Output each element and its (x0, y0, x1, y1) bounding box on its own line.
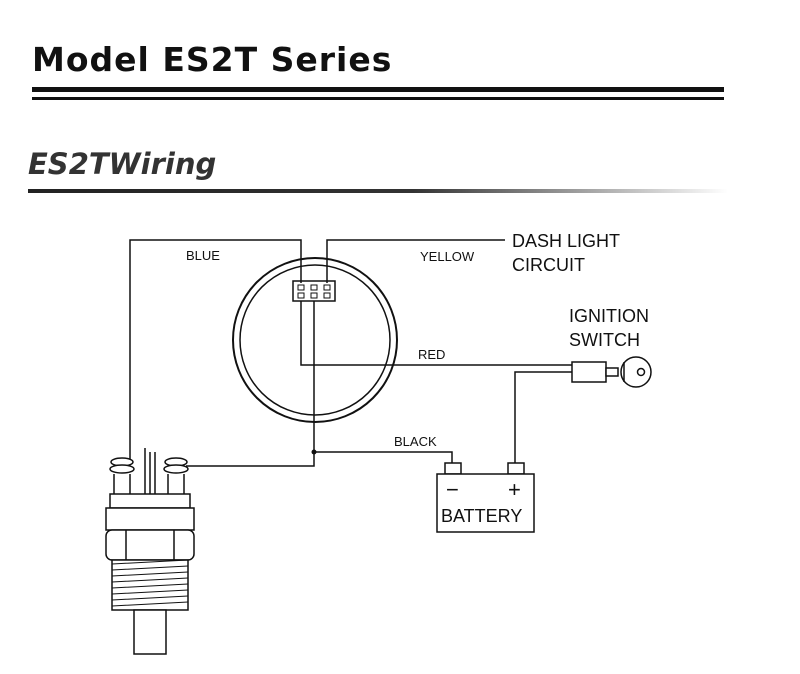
battery-plus-sign: + (508, 477, 521, 502)
ignition-switch (571, 356, 652, 388)
dash-light-label-line2: CIRCUIT (512, 255, 585, 275)
blue-wire (129, 239, 302, 460)
sender-unit (105, 448, 195, 655)
battery-label: BATTERY (441, 506, 522, 526)
ignition-label-line1: IGNITION (569, 306, 649, 326)
page-title: Model ES2T Series (32, 40, 393, 79)
title-rule-thin (32, 97, 724, 100)
ignition-to-battery-wire (514, 371, 572, 465)
yellow-wire (326, 239, 505, 283)
ignition-label-line2: SWITCH (569, 330, 640, 350)
blue-wire-label: BLUE (186, 248, 220, 263)
red-wire-label: RED (418, 347, 445, 362)
section-heading: ES2TWiring (28, 147, 217, 181)
battery-minus-sign: − (446, 477, 459, 502)
yellow-wire-label: YELLOW (420, 249, 475, 264)
red-wire (300, 301, 572, 366)
sender-ground-wire (186, 452, 315, 467)
gauge (232, 257, 398, 423)
black-wire-label: BLACK (394, 434, 437, 449)
wires (129, 239, 572, 467)
dash-light-label-line1: DASH LIGHT (512, 231, 620, 251)
battery (436, 462, 535, 533)
title-rule-thick (32, 87, 724, 92)
black-wire (313, 301, 453, 465)
section-rule (28, 189, 728, 193)
